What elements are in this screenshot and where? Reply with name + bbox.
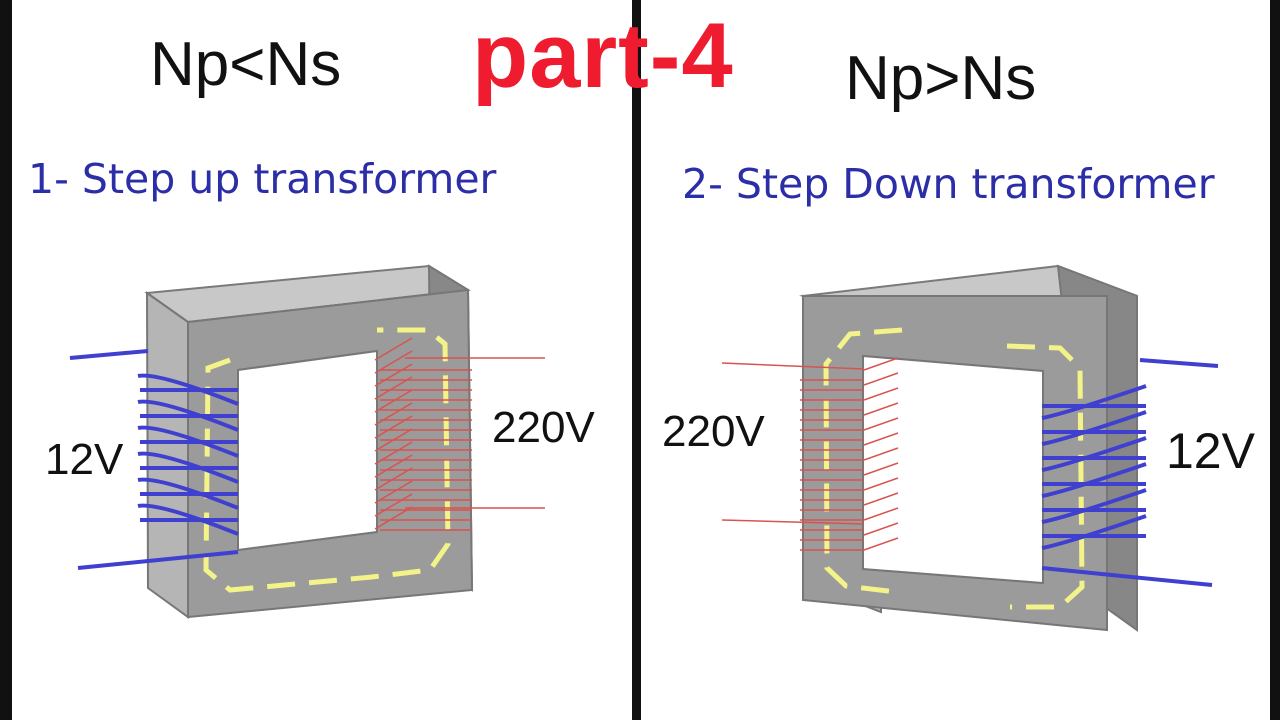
step-down-transformer-illustration [721,264,1219,632]
left-border [0,0,12,720]
center-divider [632,0,641,720]
step-down-secondary-coil [1041,358,1219,587]
step-up-secondary-voltage: 220V [492,403,595,452]
part-label: part-4 [472,5,734,107]
right-border [1270,0,1280,720]
step-up-transformer-illustration [69,264,545,619]
step-down-core [799,264,1138,632]
step-up-primary-coil [69,349,239,570]
step-down-heading: 2- Step Down transformer [682,160,1215,208]
step-down-primary-coil [721,357,899,551]
step-up-heading: 1- Step up transformer [28,155,497,203]
step-down-primary-voltage: 220V [662,407,765,456]
step-up-secondary-coil [374,337,545,531]
step-up-primary-voltage: 12V [45,435,124,484]
step-up-core [144,264,474,619]
step-down-secondary-voltage: 12V [1166,423,1255,479]
right-turns-relation: Np>Ns [845,44,1037,113]
left-turns-relation: Np<Ns [150,30,342,99]
